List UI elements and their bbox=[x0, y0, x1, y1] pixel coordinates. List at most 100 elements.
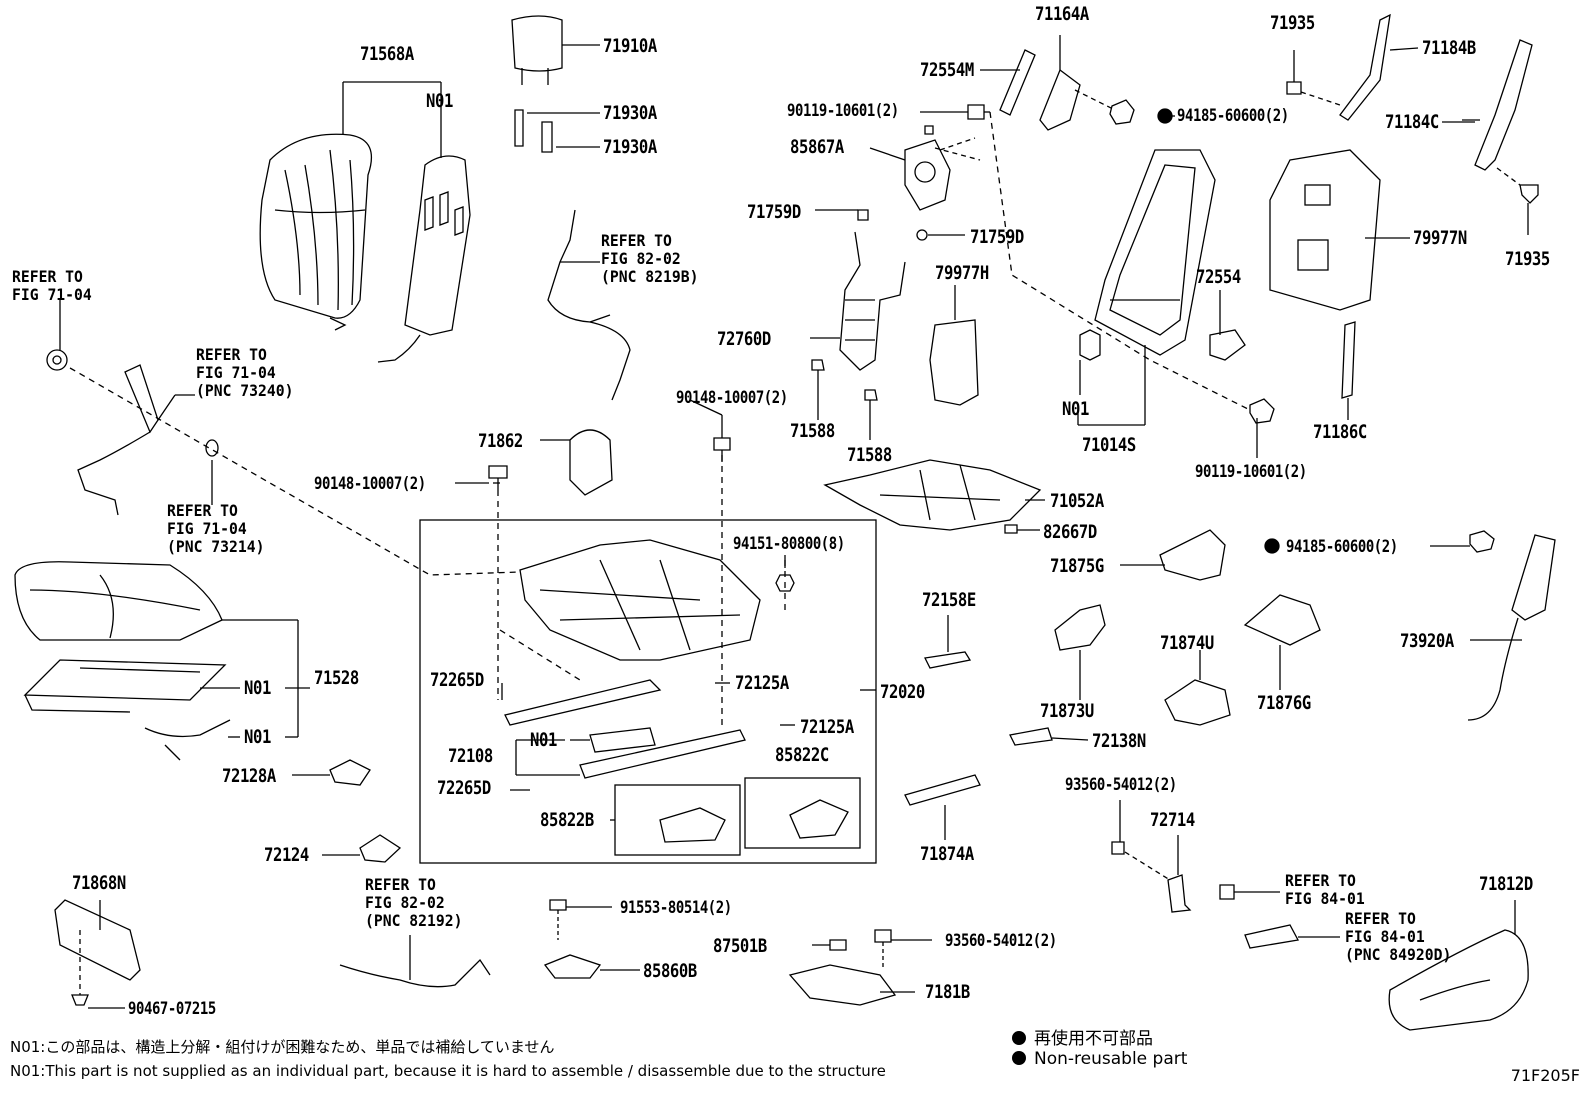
label-72265D-2: 72265D bbox=[437, 777, 491, 799]
label-71876G: 71876G bbox=[1257, 692, 1311, 714]
cover-71812D-drawing bbox=[1388, 900, 1529, 1031]
label-72265D-1: 72265D bbox=[430, 669, 484, 691]
label-71812D: 71812D bbox=[1479, 873, 1533, 895]
label-72158E: 72158E bbox=[922, 589, 976, 611]
label-72138N: 72138N bbox=[1092, 730, 1146, 752]
label-72020: 72020 bbox=[880, 681, 925, 703]
label-71588-b: 71588 bbox=[847, 444, 892, 466]
seat-frame-group-box bbox=[419, 519, 877, 864]
pad-79977N-drawing bbox=[1269, 149, 1410, 311]
label-71568A: 71568A bbox=[360, 43, 414, 65]
label-N01-c: N01 bbox=[244, 677, 271, 699]
label-71184C: 71184C bbox=[1385, 111, 1439, 133]
label-72760D: 72760D bbox=[717, 328, 771, 350]
cover-71862-drawing bbox=[540, 429, 613, 496]
label-90119-a: 90119-10601(2) bbox=[787, 101, 899, 121]
seat-frame-drawing bbox=[493, 455, 876, 856]
rail-71184B-drawing bbox=[1339, 13, 1539, 235]
pad-79977H-drawing bbox=[929, 319, 979, 406]
label-7181B: 7181B bbox=[925, 981, 970, 1003]
label-90119-b: 90119-10601(2) bbox=[1195, 462, 1307, 482]
label-N01-d: N01 bbox=[244, 726, 271, 748]
label-90148-a: 90148-10007(2) bbox=[676, 388, 788, 408]
label-94151: 94151-80800(8) bbox=[733, 534, 845, 554]
label-71930A-2: 71930A bbox=[603, 136, 657, 158]
lower-parts-drawing bbox=[543, 899, 932, 1006]
bolt-90148a-drawing bbox=[455, 415, 731, 490]
label-71874A: 71874A bbox=[920, 843, 974, 865]
footnote-japanese: N01:この部品は、構造上分解・組付けが困難なため、単品では補給していません bbox=[10, 1038, 555, 1056]
cable-73920A-drawing bbox=[1467, 534, 1556, 721]
label-N01-a: N01 bbox=[426, 90, 453, 112]
brackets-7187x-drawing bbox=[1009, 594, 1321, 746]
dashed-guide-left bbox=[69, 367, 521, 576]
clip-71935a-drawing bbox=[1286, 50, 1341, 106]
label-85860B: 85860B bbox=[643, 960, 697, 982]
label-71875G: 71875G bbox=[1050, 555, 1104, 577]
label-72714: 72714 bbox=[1150, 809, 1195, 831]
label-71759D-1: 71759D bbox=[747, 201, 801, 223]
seat-cushion-drawing bbox=[14, 561, 310, 761]
label-N01-e: N01 bbox=[530, 729, 557, 751]
lumbar-72760D-drawing bbox=[810, 209, 965, 371]
label-71873U: 71873U bbox=[1040, 700, 1094, 722]
seatback-frame-drawing bbox=[1077, 149, 1216, 426]
non-reusable-dot-icon bbox=[1012, 1051, 1026, 1065]
non-reusable-dot-icon bbox=[1012, 1031, 1026, 1045]
label-82667D: 82667D bbox=[1043, 521, 1097, 543]
legend-en-text: Non-reusable part bbox=[1034, 1049, 1188, 1069]
label-85822B: 85822B bbox=[540, 809, 594, 831]
reference-fig84-01-pnc84920d: REFER TO FIG 84-01 (PNC 84920D) bbox=[1345, 909, 1452, 964]
label-85867A: 85867A bbox=[790, 136, 844, 158]
nut-94185b-drawing bbox=[1264, 530, 1495, 554]
legend-jp-text: 再使用不可部品 bbox=[1034, 1029, 1153, 1049]
label-72125A-1: 72125A bbox=[735, 672, 789, 694]
reference-fig84-01-a: REFER TO FIG 84-01 bbox=[1285, 871, 1365, 908]
label-71014S: 71014S bbox=[1082, 434, 1136, 456]
label-72554M: 72554M bbox=[920, 59, 974, 81]
label-71184B: 71184B bbox=[1422, 37, 1476, 59]
label-72125A-2: 72125A bbox=[800, 716, 854, 738]
label-73920A: 73920A bbox=[1400, 630, 1454, 652]
recliner-85867A-drawing bbox=[869, 104, 1251, 411]
reference-fig82-02-pnc8219b: REFER TO FIG 82-02 (PNC 8219B) bbox=[601, 231, 699, 286]
label-72128A: 72128A bbox=[222, 765, 276, 787]
label-71930A-1: 71930A bbox=[603, 102, 657, 124]
label-90467: 90467-07215 bbox=[128, 999, 216, 1019]
seat-back-pad-drawing bbox=[342, 81, 471, 363]
label-71588-a: 71588 bbox=[790, 420, 835, 442]
rail-71874A-drawing bbox=[904, 774, 981, 806]
label-71874U: 71874U bbox=[1160, 632, 1214, 654]
label-71868N: 71868N bbox=[72, 872, 126, 894]
legend-non-reusable-en: Non-reusable part bbox=[1012, 1049, 1187, 1069]
label-N01-b: N01 bbox=[1062, 398, 1089, 420]
reference-fig82-02-pnc82192: REFER TO FIG 82-02 (PNC 82192) bbox=[365, 875, 463, 930]
reference-fig71-04-pnc73240: REFER TO FIG 71-04 (PNC 73240) bbox=[196, 345, 294, 400]
label-72124: 72124 bbox=[264, 844, 309, 866]
label-71528: 71528 bbox=[314, 667, 359, 689]
label-71759D-2: 71759D bbox=[970, 226, 1024, 248]
label-93560-a: 93560-54012(2) bbox=[1065, 775, 1177, 795]
label-79977H: 79977H bbox=[935, 262, 989, 284]
belt-buckle-drawing bbox=[46, 300, 219, 516]
label-85822C: 85822C bbox=[775, 744, 829, 766]
label-71935-a: 71935 bbox=[1270, 12, 1315, 34]
label-87501B: 87501B bbox=[713, 935, 767, 957]
label-72108: 72108 bbox=[448, 745, 493, 767]
label-71910A: 71910A bbox=[603, 35, 657, 57]
garnish-71868N-drawing bbox=[54, 899, 141, 1009]
headrest-drawing bbox=[511, 15, 600, 153]
bracket-71875G-drawing bbox=[1120, 529, 1226, 581]
frame-71052A-drawing bbox=[823, 459, 1045, 534]
label-71186C: 71186C bbox=[1313, 421, 1367, 443]
clips-left-drawing bbox=[292, 759, 402, 863]
footnote-english: N01:This part is not supplied as an indi… bbox=[10, 1062, 886, 1080]
label-71164A: 71164A bbox=[1035, 3, 1089, 25]
legend-non-reusable-jp: 再使用不可部品 bbox=[1012, 1024, 1153, 1049]
label-91553: 91553-80514(2) bbox=[620, 898, 732, 918]
label-94185-a: 94185-60600(2) bbox=[1177, 106, 1289, 126]
label-79977N: 79977N bbox=[1413, 227, 1467, 249]
figure-id: 71F205F bbox=[1510, 1066, 1580, 1085]
label-71862: 71862 bbox=[478, 430, 523, 452]
